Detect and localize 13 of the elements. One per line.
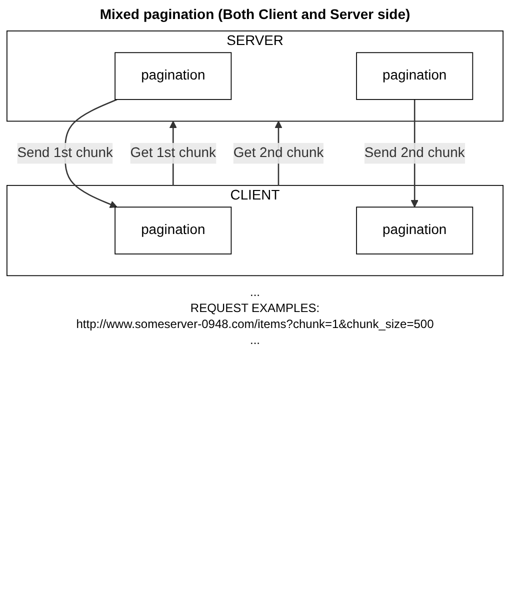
edge-label: Send 1st chunk (17, 145, 113, 160)
edge-label: Send 2nd chunk (364, 145, 465, 160)
node-box: pagination (114, 206, 232, 254)
node-box: pagination (356, 206, 474, 254)
diagram-title: Mixed pagination (Both Client and Server side) (98, 6, 412, 22)
note-text: REQUEST EXAMPLES: (189, 300, 321, 315)
edge-label: Get 1st chunk (130, 145, 216, 160)
node-box: pagination (356, 52, 474, 100)
ellipsis-note: ... (248, 284, 261, 299)
ellipsis-note: ... (248, 332, 261, 347)
edge-label: Get 2nd chunk (233, 145, 324, 160)
node-box: pagination (114, 52, 232, 100)
note-text: http://www.someserver-0948.com/items?chunk=1&chunk_size=500 (75, 316, 435, 331)
